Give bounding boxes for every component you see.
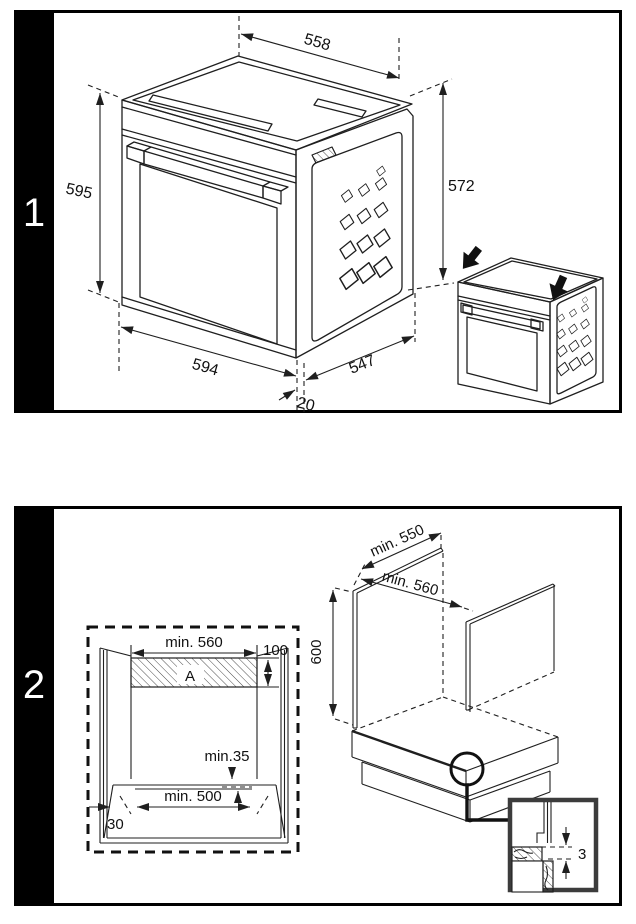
- cabinet-iso-view: min. 550 min. 560 600: [308, 521, 559, 823]
- dim-front-height-label: 595: [64, 181, 94, 203]
- figure-2-sidebar: [14, 506, 54, 906]
- figure-1-index: 1: [23, 191, 45, 235]
- control-panel-line: [121, 128, 297, 178]
- dim-rear-gap-label: 3: [578, 846, 586, 863]
- dim-rear-height-label: 572: [448, 178, 475, 195]
- niche-dashed-frame: [86, 625, 300, 854]
- dim-bottom-width-label: 594: [190, 356, 220, 380]
- lift-arrow-icon: [454, 242, 487, 276]
- figure-1-dimensions: 558 595 572 594 20 547: [64, 16, 475, 415]
- figure-1-sidebar: [14, 10, 54, 413]
- dim-base-opening-label: min. 500: [164, 788, 222, 805]
- small-side-diamond-pattern: [556, 296, 594, 377]
- figure-1-border: [14, 10, 622, 413]
- detail-leader-line: [465, 783, 513, 822]
- dim-cabinet-height-label: 600: [308, 639, 325, 664]
- dim-cabinet-width-label: min. 560: [380, 568, 440, 600]
- figure-2-index: 2: [23, 663, 45, 707]
- figure-1-panel: 1: [14, 10, 622, 415]
- side-vent-strip: [311, 146, 337, 164]
- oven-carrying-drawing: [454, 242, 604, 405]
- lift-arrow-icon: [543, 272, 573, 305]
- oven-isometric-drawing: [121, 55, 414, 359]
- top-rear-slot: [313, 98, 367, 118]
- dim-cabinet-depth-label: min. 550: [367, 521, 426, 560]
- worktop-wood-section: [511, 846, 543, 862]
- dim-side-depth-label: 547: [347, 352, 378, 378]
- dim-plinth-angle-label: 30: [107, 816, 124, 833]
- top-grip-recess: [148, 94, 273, 132]
- rear-gap-detail-box: 3: [507, 797, 599, 893]
- rear-panel-wood-section: [542, 860, 554, 893]
- detail-callout-circle: [449, 751, 485, 787]
- dim-niche-width-label: min. 560: [165, 634, 223, 651]
- vent-area-label: A: [185, 668, 195, 685]
- dim-front-overhang-label: 20: [295, 394, 316, 415]
- figure-2-panel: 2 A min. 560 100 min.35: [14, 506, 622, 906]
- dim-base-clearance-label: min.35: [204, 748, 249, 765]
- dim-vent-height-label: 100: [263, 642, 288, 659]
- oven-door-handle: [126, 141, 289, 205]
- side-diamond-pattern: [339, 165, 393, 291]
- niche-front-view: A min. 560 100 min.35 min. 500 30: [86, 625, 300, 854]
- dim-top-width-label: 558: [302, 31, 332, 55]
